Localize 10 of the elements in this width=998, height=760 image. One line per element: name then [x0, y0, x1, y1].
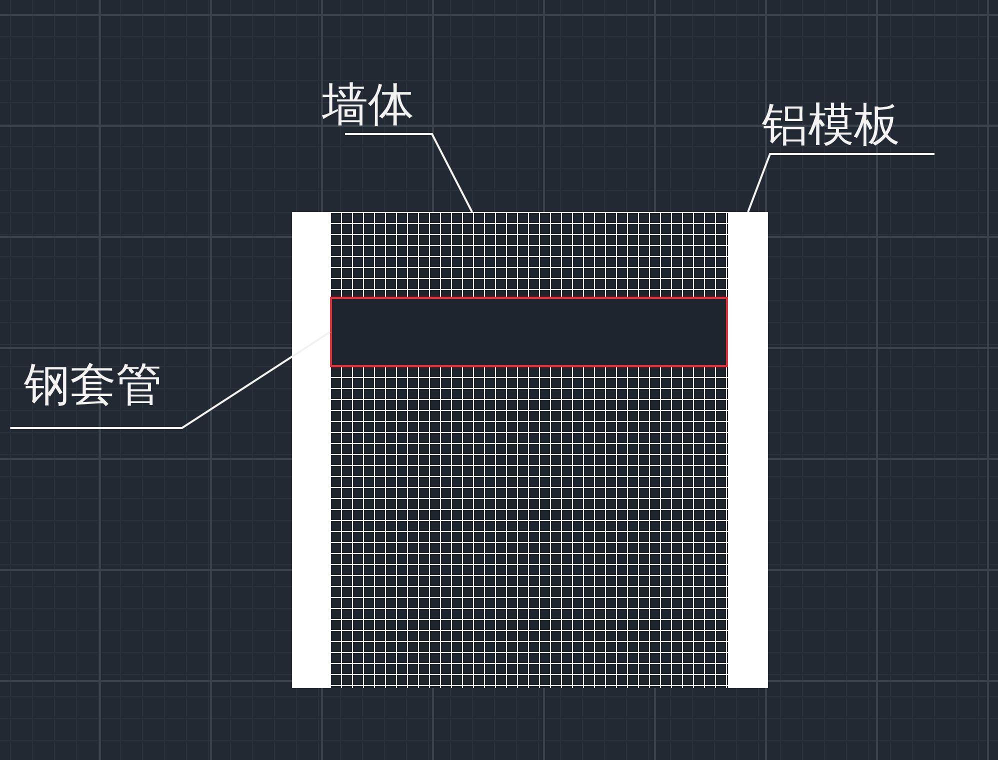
leader-line: [10, 331, 331, 429]
callout-label: 钢套管: [24, 358, 162, 410]
callout-label: 墙体: [322, 78, 414, 130]
steel-sleeve: [330, 297, 728, 367]
callout-label: 铝模板: [762, 98, 900, 150]
leader-line: [345, 133, 473, 212]
formwork-panel: [292, 212, 330, 688]
formwork-panel: [728, 212, 768, 688]
wall-hatch-section: [330, 212, 728, 688]
leader-line: [747, 153, 934, 212]
